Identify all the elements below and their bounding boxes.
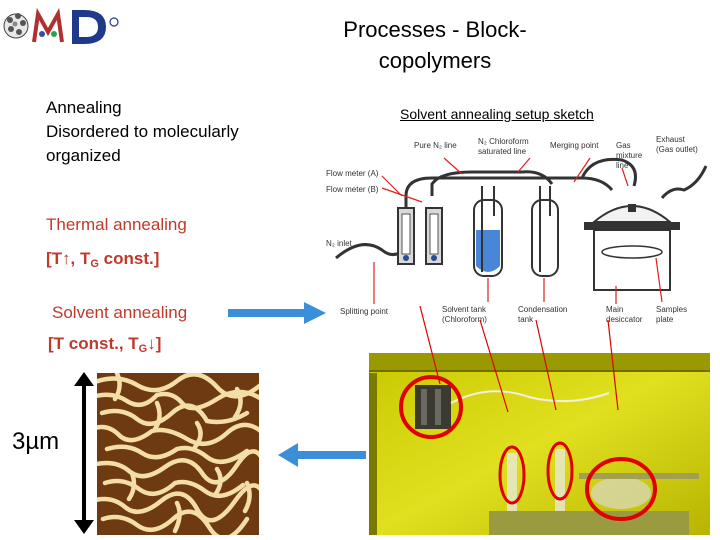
label-exhaust-2: (Gas outlet) [656,145,698,154]
solvent-cond-part-b: ↓] [147,334,162,353]
setup-sketch-diagram: Pure N₂ line N₂ Chloroform saturated lin… [326,135,708,324]
label-gas-3: line [616,161,629,170]
label-splitting: Splitting point [340,307,389,316]
slide-title: Processes - Block- copolymers [230,14,640,76]
label-n2-inlet: N₂ inlet [326,239,353,248]
label-flow-a: Flow meter (A) [326,169,379,178]
label-gas-1: Gas [616,141,631,150]
label-main-1: Main [606,305,623,314]
label-merging: Merging point [550,141,599,150]
logo [3,7,119,44]
scale-label: 3µm [12,428,60,456]
annealing-heading: Annealing [46,98,122,117]
label-n2-chloroform-2: saturated line [478,147,527,156]
label-solvent-tank-2: (Chloroform) [442,315,487,324]
arrow-left-icon [278,443,366,467]
lab-photo [369,353,710,535]
solvent-cond-part-a: [T const., T [48,334,139,353]
m-letter-icon [32,7,64,43]
sketch-title: Solvent annealing setup sketch [400,106,594,122]
connector-lines [419,305,619,413]
label-condensation-1: Condensation [518,305,567,314]
d-letter-icon [72,10,119,44]
thermal-annealing-label: Thermal annealing [46,215,187,234]
afm-pattern-image [97,373,259,535]
label-solvent-tank-1: Solvent tank [442,305,487,314]
label-pure-n2: Pure N₂ line [414,141,457,150]
label-n2-chloroform-1: N₂ Chloroform [478,137,529,146]
annealing-block: Annealing Disordered to molecularly orga… [46,96,239,168]
label-samples-1: Samples [656,305,687,314]
label-samples-2: plate [656,315,674,324]
arrow-right-icon [228,302,326,324]
thermal-cond-part-a: [T↑, T [46,249,91,268]
solvent-cond-sub: G [138,343,148,355]
solvent-annealing-label: Solvent annealing [52,303,188,322]
molecule-icon [3,13,29,39]
title-line-1: Processes - Block- [343,17,527,42]
label-main-2: desiccator [606,315,643,324]
label-condensation-2: tank [518,315,534,324]
title-line-2: copolymers [378,48,492,73]
label-gas-2: mixture [616,151,643,160]
solvent-condition: [T const., TG↓] [48,332,161,361]
label-exhaust-1: Exhaust [656,135,686,144]
thermal-condition: [T↑, TG const.] [46,247,159,276]
thermal-cond-part-b: const.] [98,249,160,268]
scale-bar [74,372,94,534]
disordered-line-1: Disordered to molecularly [46,122,239,141]
thermal-cond-sub: G [90,258,99,270]
disordered-line-2: organized [46,146,121,165]
label-flow-b: Flow meter (B) [326,185,379,194]
